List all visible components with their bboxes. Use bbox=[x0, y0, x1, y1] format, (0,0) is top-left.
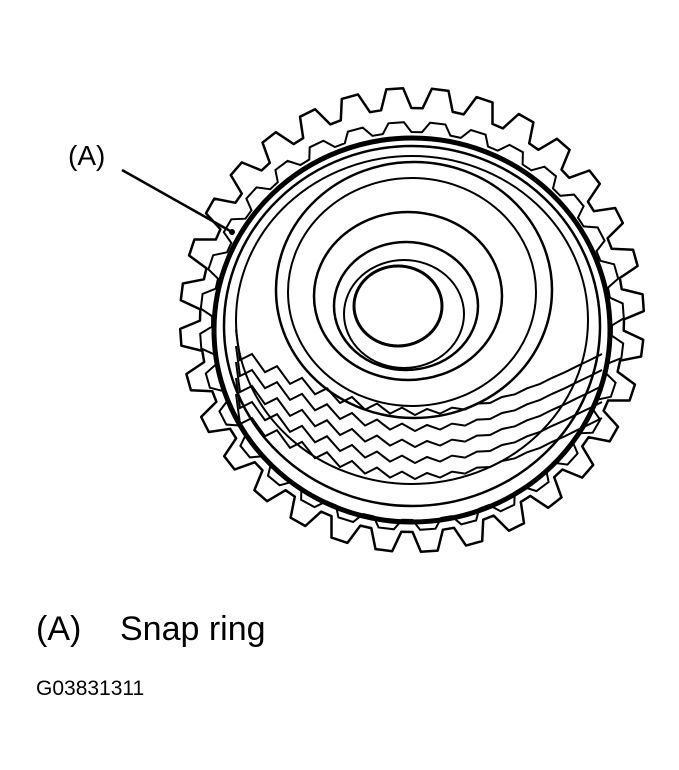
clutch-drum-drawing bbox=[121, 86, 646, 554]
legend-key: (A) bbox=[36, 610, 82, 648]
clutch-plate-stack bbox=[235, 329, 603, 481]
hub-step bbox=[343, 259, 465, 369]
gear-inner-tooth-profile bbox=[199, 121, 625, 531]
drum-rim bbox=[222, 144, 602, 508]
splined-gear-outline bbox=[178, 86, 646, 554]
gear-tooth-profile bbox=[178, 86, 646, 554]
drum-rim-inner bbox=[235, 155, 589, 485]
snap-ring bbox=[211, 135, 613, 525]
clutch-plate-edge bbox=[235, 329, 603, 417]
clutch-plate-edge bbox=[235, 361, 603, 449]
gear-inner-teeth bbox=[199, 121, 625, 531]
callout-label-a: (A) bbox=[68, 140, 106, 171]
spring-retainer bbox=[312, 210, 504, 382]
piston-outer bbox=[274, 160, 554, 420]
piston-step bbox=[287, 177, 537, 407]
clutch-plate-edge bbox=[235, 393, 603, 481]
hub-outer bbox=[332, 240, 480, 372]
drum-rings bbox=[211, 135, 613, 525]
callout-leader-dot bbox=[229, 229, 235, 235]
clutch-plate-edge bbox=[235, 345, 603, 433]
callout-leader-line bbox=[121, 168, 233, 234]
hub-bore bbox=[352, 264, 444, 348]
clutch-plate-edge bbox=[235, 377, 603, 465]
figure-id: G03831311 bbox=[36, 677, 145, 700]
legend-text: Snap ring bbox=[120, 610, 266, 648]
legend-entry: (A) Snap ring bbox=[36, 612, 266, 646]
